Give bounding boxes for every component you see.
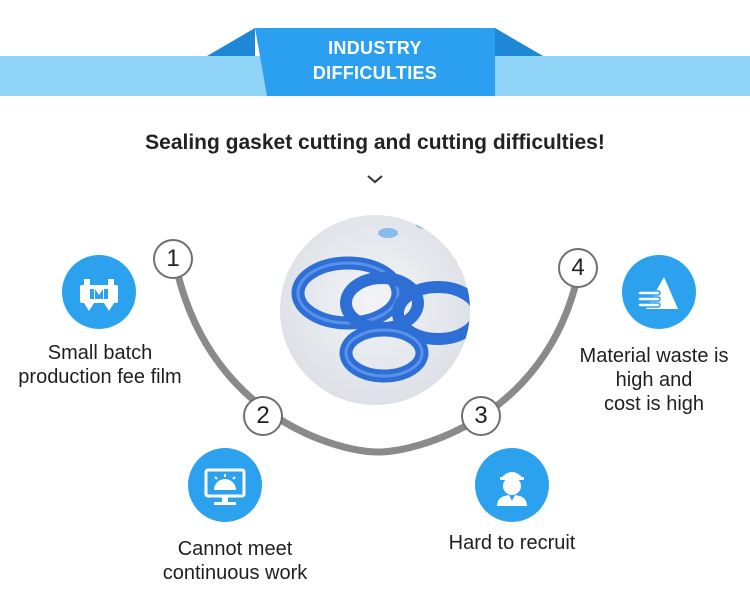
item-label-1-line1: Small batch bbox=[47, 342, 153, 364]
banner-wing-left bbox=[207, 28, 255, 56]
item-label-1: Small batch production fee film bbox=[0, 341, 200, 389]
step-number-4: 4 bbox=[558, 248, 598, 288]
item-label-3-line1: Hard to recruit bbox=[448, 532, 576, 554]
item-label-4: Material waste is high and cost is high bbox=[554, 344, 750, 416]
item-label-4-line1: Material waste is bbox=[579, 345, 729, 367]
banner-title-line2: DIFFICULTIES bbox=[312, 63, 438, 83]
step-number-3: 3 bbox=[461, 396, 501, 436]
item-label-2-line1: Cannot meet bbox=[177, 538, 293, 560]
material-stack-icon bbox=[622, 255, 696, 329]
page-subtitle: Sealing gasket cutting and cutting diffi… bbox=[145, 131, 605, 154]
small-batch-icon bbox=[62, 255, 136, 329]
item-label-2-line2: continuous work bbox=[162, 562, 308, 584]
step-number-1: 1 bbox=[153, 239, 193, 279]
item-label-4-line2: high and bbox=[615, 369, 693, 391]
item-label-1-line2: production fee film bbox=[18, 366, 182, 388]
banner-title-line1: INDUSTRY bbox=[328, 38, 422, 58]
item-label-2: Cannot meet continuous work bbox=[135, 537, 335, 585]
worker-icon bbox=[475, 448, 549, 522]
item-label-4-line3: cost is high bbox=[603, 393, 705, 415]
monitor-alert-icon bbox=[188, 448, 262, 522]
gasket-photo bbox=[280, 215, 470, 405]
banner-box bbox=[255, 28, 495, 96]
item-label-3: Hard to recruit bbox=[412, 531, 612, 555]
chevron-down-icon bbox=[367, 175, 383, 184]
banner-wing-right bbox=[495, 28, 543, 56]
step-number-2: 2 bbox=[243, 396, 283, 436]
